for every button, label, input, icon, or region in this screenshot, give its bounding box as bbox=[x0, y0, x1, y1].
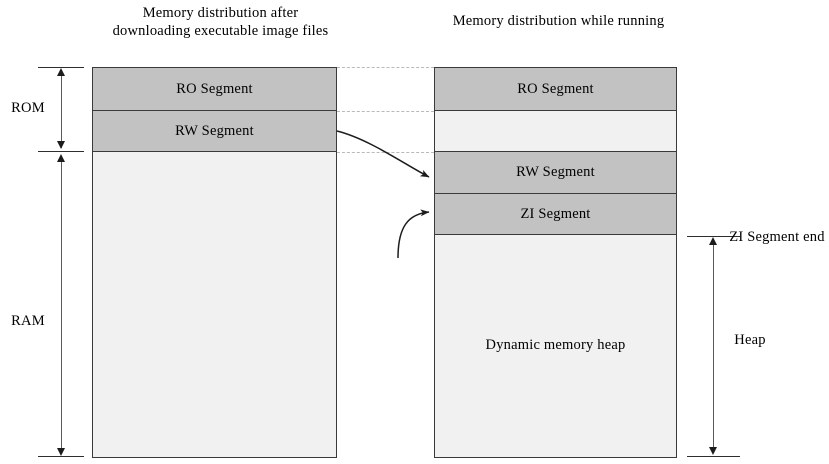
right-segment-gap bbox=[435, 111, 676, 152]
ram-measure-line bbox=[61, 158, 62, 452]
right-segment-rw: RW Segment bbox=[435, 152, 676, 194]
rom-arrowhead-up bbox=[56, 68, 65, 76]
rw-copy-arrow bbox=[336, 130, 430, 178]
guide-line-bottom bbox=[337, 152, 434, 153]
heap-label: Heap bbox=[734, 332, 766, 348]
left-segment-free bbox=[93, 152, 336, 456]
zi-segment-end-label: ZI Segment end bbox=[729, 229, 825, 245]
guide-line-middle bbox=[337, 111, 434, 112]
heap-measure-line bbox=[713, 240, 714, 450]
right-segment-dynamic-heap: Dynamic memory heap bbox=[435, 235, 676, 456]
rom-measure-line bbox=[61, 70, 62, 148]
right-column-title: Memory distribution while running bbox=[452, 13, 665, 29]
ram-tick-bottom bbox=[38, 456, 84, 457]
right-memory-column: RO Segment RW Segment ZI Segment Dynamic… bbox=[434, 67, 677, 458]
ram-arrowhead-down bbox=[56, 448, 65, 456]
heap-arrowhead-down bbox=[708, 447, 717, 455]
left-memory-column: RO Segment RW Segment bbox=[92, 67, 337, 458]
zi-segment-end-tick bbox=[687, 236, 740, 237]
rom-arrowhead-down bbox=[56, 141, 65, 149]
ram-label: RAM bbox=[11, 313, 45, 329]
right-segment-zi: ZI Segment bbox=[435, 194, 676, 235]
left-segment-rw: RW Segment bbox=[93, 111, 336, 152]
ram-arrowhead-up bbox=[56, 154, 65, 162]
guide-line-top bbox=[337, 67, 434, 68]
zi-create-arrow bbox=[397, 209, 430, 259]
heap-arrowhead-up bbox=[708, 237, 717, 245]
rom-tick-bottom bbox=[38, 151, 84, 152]
rom-label: ROM bbox=[11, 100, 45, 116]
left-column-title: Memory distribution after downloading ex… bbox=[112, 5, 329, 39]
rom-tick-top bbox=[38, 67, 84, 68]
right-segment-ro: RO Segment bbox=[435, 68, 676, 111]
heap-tick-bottom bbox=[687, 456, 740, 457]
left-segment-ro: RO Segment bbox=[93, 68, 336, 111]
